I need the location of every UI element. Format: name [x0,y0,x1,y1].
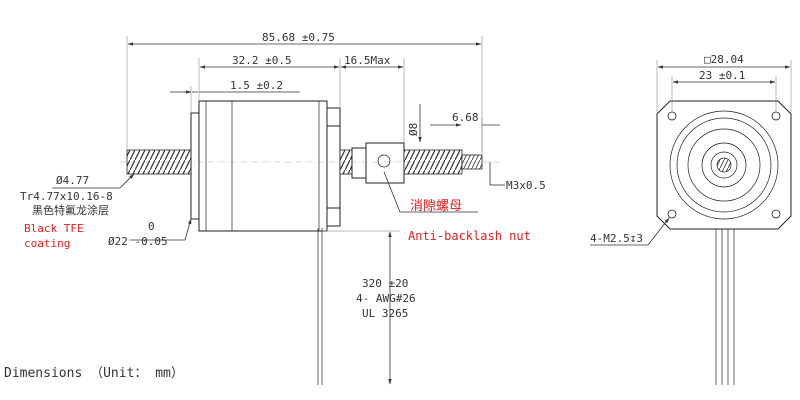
lead-length-dim: 320 ±20 [362,277,408,290]
thread-end-dim: M3x0.5 [506,179,546,192]
mount-holes-dim: 4-M2.5↧3 [590,232,643,245]
lead-ul-label: UL 3265 [362,307,408,320]
coating-label-line1: Black TFE [24,222,84,235]
coating-label-line2: coating [24,237,70,250]
shaft-end-length-dim: 6.68 [452,111,479,124]
pilot-diameter-dim: Ø22 -0.05 [108,235,168,248]
nut-label-en: Anti-backlash nut [408,229,531,243]
body-length-dim: 32.2 ±0.5 [232,54,292,67]
shaft-end-icon [716,157,732,173]
overall-length-dim: 85.68 ±0.75 [262,31,335,44]
screw-spec-line1: Tr4.77x10.16-8 [20,190,113,203]
side-view [52,36,505,385]
dimensions-footer: Dimensions （Unit： mm） [4,366,184,381]
square-size-dim: □28.04 [704,53,744,66]
motor-body [198,100,328,232]
lead-gauge-label: 4- AWG#26 [356,292,416,305]
mount-hole-icon [667,111,677,121]
mount-hole-icon [667,209,677,219]
motor-flange [190,112,200,220]
nut-label-cn: 消隙螺母 [410,199,462,214]
front-view [590,60,792,385]
nut-diameter-dim: Ø8 [407,123,420,136]
screw-spec-line2: 黑色特氟龙涂层 [32,203,109,217]
shaft-diameter-dim: Ø4.77 [56,174,89,187]
mount-hole-icon [771,111,781,121]
hole-spacing-dim: 23 ±0.1 [699,69,745,82]
anti-backlash-nut-body [351,147,367,179]
mount-hole-icon [771,209,781,219]
nut-max-dim: 16.5Max [344,54,391,67]
flange-thickness-dim: 1.5 ±0.2 [230,79,283,92]
nut-hole-icon [377,154,391,168]
pilot-zero-dim: 0 [148,220,155,233]
